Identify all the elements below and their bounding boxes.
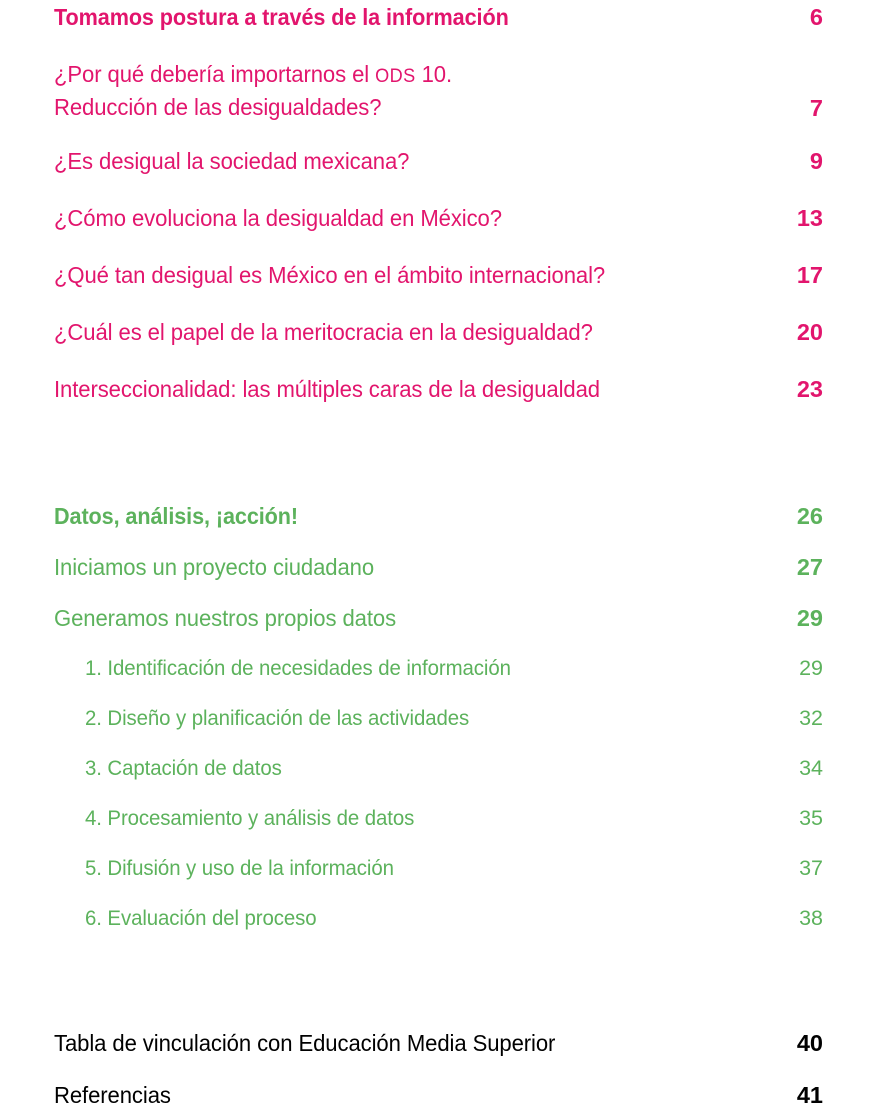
toc-entry-page: 9	[809, 148, 823, 174]
toc-entry-label: Tabla de vinculación con Educación Media…	[54, 1030, 556, 1056]
toc-entry-page: 17	[796, 262, 823, 288]
toc-entry[interactable]: Generamos nuestros propios datos 29	[54, 603, 823, 633]
toc-entry-page: 35	[799, 806, 823, 830]
toc-entry[interactable]: Interseccionalidad: las múltiples caras …	[54, 374, 823, 404]
toc-entry-page: 38	[799, 906, 823, 930]
toc-entry-label: 4. Procesamiento y análisis de datos	[85, 806, 415, 830]
toc-entry-page: 26	[796, 503, 823, 529]
toc-entry[interactable]: Iniciamos un proyecto ciudadano 27	[54, 552, 823, 582]
toc-entry-label: 1. Identificación de necesidades de info…	[85, 656, 511, 680]
toc-entry[interactable]: Tomamos postura a través de la informaci…	[54, 2, 823, 32]
toc-section-black: Tabla de vinculación con Educación Media…	[54, 954, 823, 1110]
toc-entry[interactable]: Referencias 41	[54, 1080, 823, 1110]
toc-section-pink: Tomamos postura a través de la informaci…	[54, 0, 823, 404]
toc-entry-label: 2. Diseño y planificación de las activid…	[85, 706, 470, 730]
toc-entry-label: Generamos nuestros propios datos	[54, 605, 397, 631]
toc-entry-page: 7	[809, 95, 823, 121]
toc-entry-label: Tomamos postura a través de la informaci…	[54, 4, 509, 30]
toc-entry-label: Iniciamos un proyecto ciudadano	[54, 554, 375, 580]
toc-entry[interactable]: ¿Es desigual la sociedad mexicana? 9	[54, 146, 823, 176]
toc-entry[interactable]: 3. Captación de datos 34	[54, 754, 823, 783]
toc-entry-label: ¿Cuál es el papel de la meritocracia en …	[54, 319, 593, 345]
toc-entry-label: 5. Difusión y uso de la información	[85, 856, 394, 880]
toc-entry-label: ¿Por qué debería importarnos el ODS 10. …	[54, 59, 452, 123]
toc-entry-page: 23	[796, 376, 823, 402]
toc-entry-page: 29	[799, 656, 823, 680]
toc-entry-label: Datos, análisis, ¡acción!	[54, 503, 299, 529]
toc-entry-page: 13	[796, 205, 823, 231]
toc-entry-label: 6. Evaluación del proceso	[85, 906, 317, 930]
toc-entry-label: ¿Qué tan desigual es México en el ámbito…	[54, 262, 606, 288]
toc-entry-label-part2: 10. Reducción de las desigualdades?	[54, 61, 453, 120]
toc-entry-label: Interseccionalidad: las múltiples caras …	[54, 376, 600, 402]
toc-entry[interactable]: 4. Procesamiento y análisis de datos 35	[54, 804, 823, 833]
toc-entry[interactable]: Datos, análisis, ¡acción! 26	[54, 501, 823, 531]
toc-entry-label: Referencias	[54, 1082, 171, 1108]
toc-entry-page: 6	[809, 4, 823, 30]
toc-entry[interactable]: ¿Qué tan desigual es México en el ámbito…	[54, 260, 823, 290]
toc-entry-label-part1: ¿Por qué debería importarnos el	[54, 61, 376, 87]
toc-entry[interactable]: 2. Diseño y planificación de las activid…	[54, 704, 823, 733]
toc-entry-label: ¿Es desigual la sociedad mexicana?	[54, 148, 410, 174]
toc-entry-page: 29	[796, 605, 823, 631]
toc-entry-page: 37	[799, 856, 823, 880]
toc-entry-page: 27	[796, 554, 823, 580]
toc-entry-page: 41	[796, 1082, 823, 1108]
toc-entry[interactable]: 1. Identificación de necesidades de info…	[54, 654, 823, 683]
toc-entry[interactable]: 5. Difusión y uso de la información 37	[54, 854, 823, 883]
toc-entry-page: 32	[799, 706, 823, 730]
toc-entry[interactable]: ¿Cuál es el papel de la meritocracia en …	[54, 317, 823, 347]
toc-entry[interactable]: Tabla de vinculación con Educación Media…	[54, 1028, 823, 1058]
toc-entry-page: 40	[796, 1030, 823, 1056]
toc-entry-label: ¿Cómo evoluciona la desigualdad en Méxic…	[54, 205, 502, 231]
toc-entry-acronym: ODS	[375, 66, 416, 87]
toc-entry-page: 20	[796, 319, 823, 345]
toc-entry[interactable]: ¿Cómo evoluciona la desigualdad en Méxic…	[54, 203, 823, 233]
toc-entry-page: 34	[799, 756, 823, 780]
toc-entry-label: 3. Captación de datos	[85, 756, 282, 780]
toc-entry[interactable]: 6. Evaluación del proceso 38	[54, 904, 823, 933]
toc-section-green: Datos, análisis, ¡acción! 26 Iniciamos u…	[54, 431, 823, 933]
toc-entry[interactable]: ¿Por qué debería importarnos el ODS 10. …	[54, 59, 823, 123]
